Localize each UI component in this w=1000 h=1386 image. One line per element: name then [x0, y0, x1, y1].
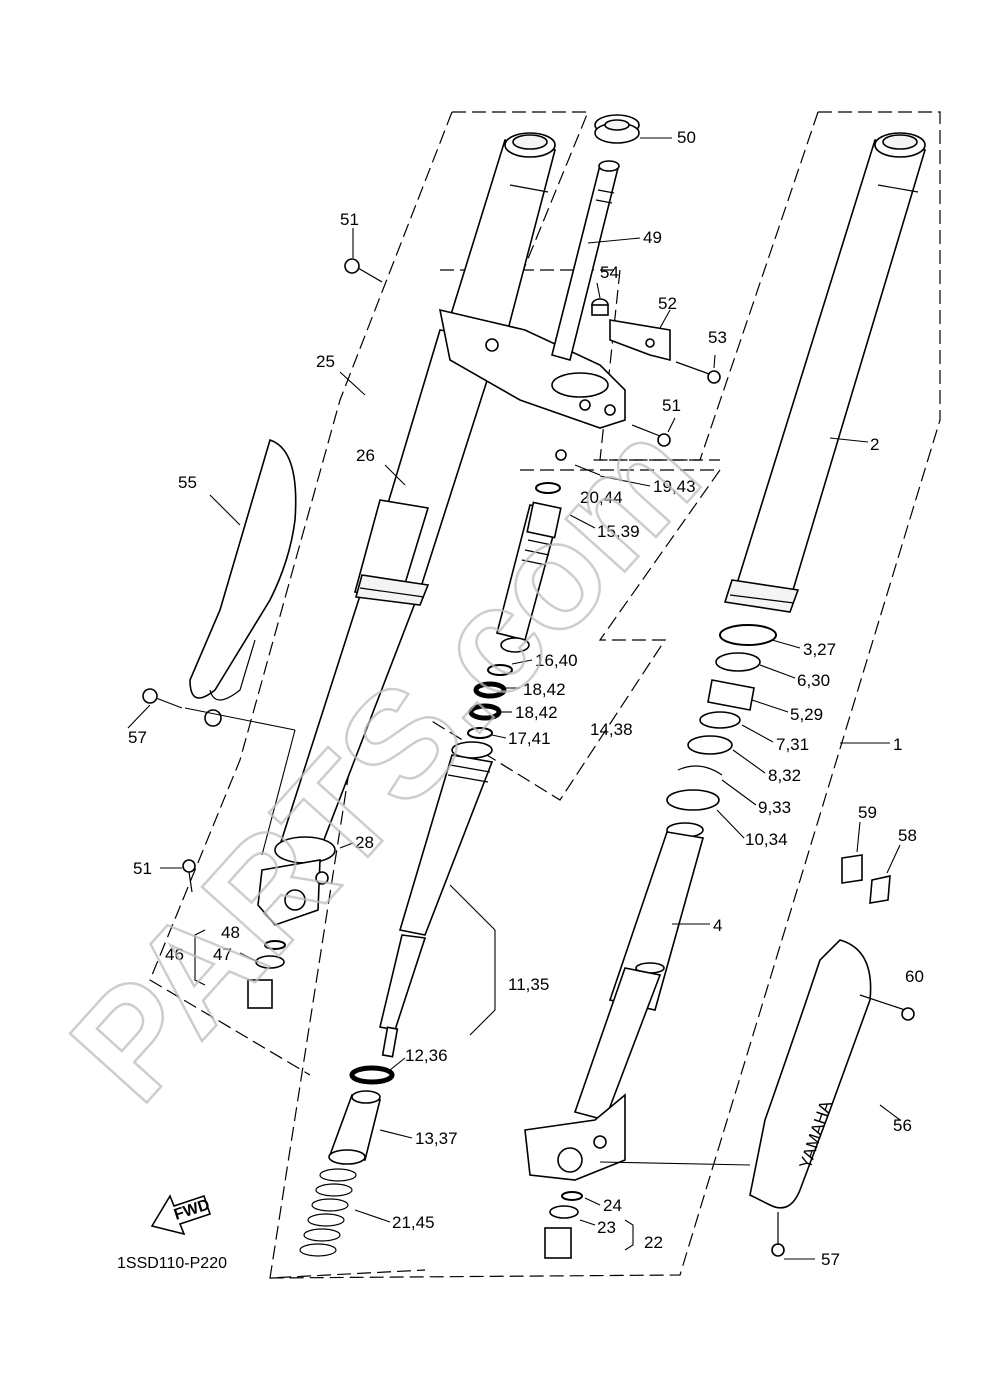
callout-48: 48: [221, 923, 240, 942]
bolt-53: [675, 361, 721, 384]
bolt-60: [859, 994, 915, 1021]
spring-21-45: [299, 1168, 357, 1257]
callout-52: 52: [658, 294, 677, 313]
callout-26: 26: [356, 446, 375, 465]
leader-lines: [127, 137, 901, 1260]
callout-10-34: 10,34: [745, 830, 788, 849]
bracket-52: [609, 319, 671, 362]
bolt-51-lower: [182, 859, 196, 893]
callout-24: 24: [603, 1196, 622, 1215]
steering-stem-49: [551, 160, 620, 361]
left-fork-outer-tube: [278, 132, 556, 851]
callout-51-clamp: 51: [662, 396, 681, 415]
o-ring-12-36: [349, 1065, 395, 1085]
callout-17-41: 17,41: [508, 729, 551, 748]
callout-20-44: 20,44: [580, 488, 623, 507]
callout-6-30: 6,30: [797, 671, 830, 690]
right-fork-outer-tube-2: [723, 132, 927, 613]
callout-51-lower: 51: [133, 859, 152, 878]
callout-53: 53: [708, 328, 727, 347]
callout-50: 50: [677, 128, 696, 147]
callout-15-39: 15,39: [597, 522, 640, 541]
drain-parts-22-23-24: [544, 1191, 583, 1259]
guard-bracket-58-59: [841, 854, 891, 904]
callout-23: 23: [597, 1218, 616, 1237]
callout-3-27: 3,27: [803, 640, 836, 659]
assembly-boundary-left: [149, 111, 589, 1279]
assembly-boundary-inner: [429, 269, 722, 801]
lower-triple-clamp: [438, 308, 626, 429]
callout-11-35: 11,35: [508, 975, 549, 994]
callout-labels: 50 49 51 54 52 53 25 51 2 26 55 19,43 20…: [128, 128, 924, 1269]
callout-25: 25: [316, 352, 335, 371]
callout-57-right: 57: [821, 1250, 840, 1269]
callout-2: 2: [870, 435, 879, 454]
callout-5-29: 5,29: [790, 705, 823, 724]
left-fork-bottom-bracket-28: [257, 836, 336, 926]
inner-cartridge-tube-11-35: [379, 741, 494, 1058]
callout-18-42a: 18,42: [523, 680, 566, 699]
forward-direction-arrow: FWD: [150, 1194, 212, 1236]
callout-51-upper: 51: [340, 210, 359, 229]
callout-1: 1: [893, 735, 902, 754]
callout-9-33: 9,33: [758, 798, 791, 817]
spring-seat-13-37: [328, 1090, 381, 1165]
seal-kit-right: [666, 624, 777, 811]
bolt-51-clamp: [631, 424, 671, 447]
fork-guard-right-56: YAMAHA: [749, 939, 872, 1209]
collar-54: [591, 298, 609, 316]
callout-13-37: 13,37: [415, 1129, 458, 1148]
bearing-50: [594, 114, 640, 144]
bolt-51-upper: [344, 258, 383, 283]
callout-49: 49: [643, 228, 662, 247]
drain-parts-46-47-48: [247, 940, 286, 1009]
callout-16-40: 16,40: [535, 651, 578, 670]
callout-4: 4: [713, 916, 722, 935]
callout-46: 46: [165, 945, 184, 964]
bolt-57-left: [142, 688, 183, 709]
drawing-code: 1SSD110-P220: [117, 1255, 227, 1272]
callout-57-left: 57: [128, 728, 147, 747]
callout-56: 56: [893, 1116, 912, 1135]
callout-55: 55: [178, 473, 197, 492]
callout-60: 60: [905, 967, 924, 986]
callout-8-32: 8,32: [768, 766, 801, 785]
callout-21-45: 21,45: [392, 1213, 435, 1232]
callout-59: 59: [858, 803, 877, 822]
callout-12-36: 12,36: [405, 1046, 448, 1065]
fork-guard-left-55: [189, 438, 297, 727]
callout-22: 22: [644, 1233, 663, 1252]
right-axle-bracket: [524, 1093, 626, 1181]
callout-28: 28: [355, 833, 374, 852]
callout-14-38: 14,38: [590, 720, 633, 739]
callout-54: 54: [600, 263, 619, 282]
bolt-57-right: [771, 1212, 785, 1257]
callout-47: 47: [213, 945, 232, 964]
callout-18-42b: 18,42: [515, 703, 558, 722]
callout-58: 58: [898, 826, 917, 845]
callout-7-31: 7,31: [776, 735, 809, 754]
callout-19-43: 19,43: [653, 477, 696, 496]
right-fork-inner-tube-4: [573, 822, 705, 1121]
